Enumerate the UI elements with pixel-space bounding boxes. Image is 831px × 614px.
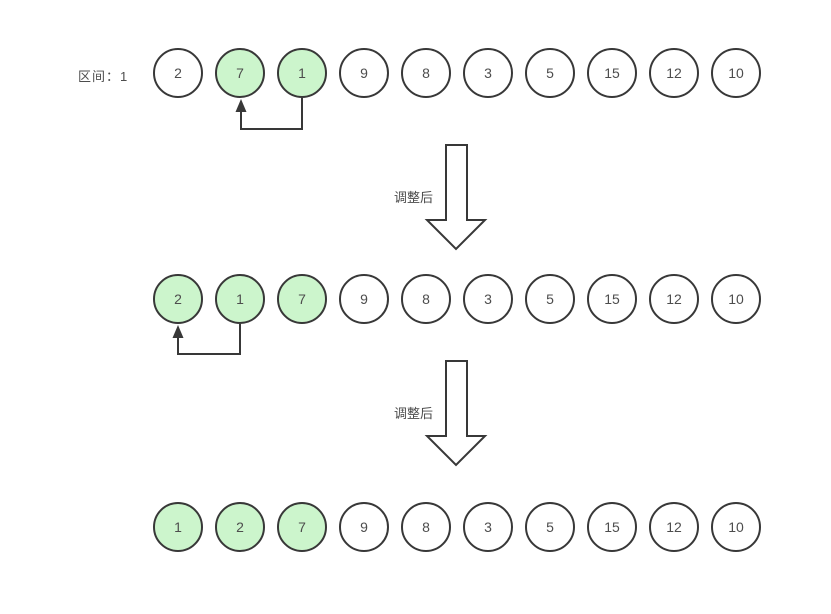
array-cell: 12 [649, 48, 699, 98]
array-cell: 1 [277, 48, 327, 98]
cell-value: 8 [422, 65, 430, 81]
cell-value: 12 [666, 291, 682, 307]
cell-value: 1 [236, 291, 244, 307]
cell-value: 1 [298, 65, 306, 81]
cell-value: 5 [546, 291, 554, 307]
array-cell: 2 [153, 274, 203, 324]
array-cell: 5 [525, 274, 575, 324]
cell-value: 3 [484, 291, 492, 307]
array-row-after-first-adjustment: 2 1 7 9 8 3 5 15 12 10 [153, 274, 761, 324]
array-cell: 2 [153, 48, 203, 98]
array-cell: 3 [463, 274, 513, 324]
array-cell: 9 [339, 274, 389, 324]
down-arrow-2-icon [424, 360, 488, 467]
array-cell: 1 [153, 502, 203, 552]
cell-value: 10 [728, 291, 744, 307]
down-arrow-1-icon [424, 144, 488, 251]
interval-label: 区间：1 [78, 69, 129, 84]
step-label-2: 调整后 [394, 406, 434, 421]
array-cell: 7 [215, 48, 265, 98]
cell-value: 15 [604, 519, 620, 535]
step-label-1: 调整后 [394, 190, 434, 205]
cell-value: 15 [604, 65, 620, 81]
cell-value: 10 [728, 65, 744, 81]
cell-value: 5 [546, 519, 554, 535]
swap-arrowhead-row2-icon [172, 325, 184, 338]
cell-value: 7 [298, 519, 306, 535]
cell-value: 7 [298, 291, 306, 307]
array-cell: 2 [215, 502, 265, 552]
array-cell: 7 [277, 274, 327, 324]
cell-value: 10 [728, 519, 744, 535]
cell-value: 12 [666, 519, 682, 535]
cell-value: 1 [174, 519, 182, 535]
array-cell: 9 [339, 502, 389, 552]
array-row-initial: 2 7 1 9 8 3 5 15 12 10 [153, 48, 761, 98]
array-cell: 10 [711, 502, 761, 552]
array-cell: 3 [463, 502, 513, 552]
swap-arrow-row1 [240, 98, 303, 130]
array-cell: 7 [277, 502, 327, 552]
array-cell: 12 [649, 274, 699, 324]
cell-value: 5 [546, 65, 554, 81]
cell-value: 9 [360, 65, 368, 81]
cell-value: 2 [174, 65, 182, 81]
cell-value: 3 [484, 519, 492, 535]
array-cell: 8 [401, 502, 451, 552]
swap-arrowhead-row1-icon [235, 99, 247, 112]
array-cell: 12 [649, 502, 699, 552]
array-cell: 15 [587, 274, 637, 324]
array-cell: 3 [463, 48, 513, 98]
cell-value: 2 [236, 519, 244, 535]
array-cell: 10 [711, 274, 761, 324]
array-cell: 8 [401, 274, 451, 324]
array-cell: 5 [525, 502, 575, 552]
cell-value: 8 [422, 519, 430, 535]
cell-value: 8 [422, 291, 430, 307]
array-cell: 10 [711, 48, 761, 98]
array-cell: 8 [401, 48, 451, 98]
cell-value: 9 [360, 291, 368, 307]
cell-value: 2 [174, 291, 182, 307]
array-cell: 15 [587, 502, 637, 552]
swap-arrow-row2 [177, 324, 241, 355]
array-cell: 15 [587, 48, 637, 98]
array-cell: 1 [215, 274, 265, 324]
array-cell: 5 [525, 48, 575, 98]
array-cell: 9 [339, 48, 389, 98]
cell-value: 9 [360, 519, 368, 535]
cell-value: 3 [484, 65, 492, 81]
cell-value: 15 [604, 291, 620, 307]
cell-value: 7 [236, 65, 244, 81]
cell-value: 12 [666, 65, 682, 81]
